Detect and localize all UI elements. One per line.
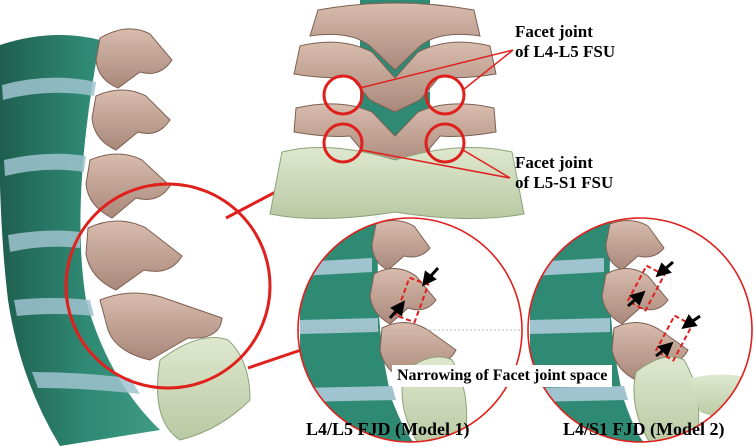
model2-inset — [527, 217, 753, 443]
facet-l4l5-line2: of L4-L5 FSU — [515, 41, 616, 61]
sacrum-posterior — [269, 147, 525, 220]
facet-l5s1-line2: of L5-S1 FSU — [515, 172, 614, 192]
posterior-view — [269, 0, 525, 220]
lumbar-vertebrae — [85, 28, 223, 361]
model1-circle — [297, 217, 523, 443]
callout-lines — [359, 49, 514, 179]
model2-caption: L4/S1 FJD (Model 2) — [563, 419, 725, 439]
lateral-spine-model — [0, 28, 272, 446]
facet-l4l5-line1: Facet joint — [515, 22, 593, 41]
model1-caption: L4/L5 FJD (Model 1) — [306, 419, 470, 439]
facet-joint-circles — [322, 74, 466, 164]
disc-bands — [2, 77, 140, 394]
narrowing-label: Narrowing of Facet joint space — [392, 365, 613, 388]
focus-circle — [64, 182, 272, 390]
narrowing-arrows-m2 — [627, 260, 701, 358]
model2-circle — [527, 217, 753, 443]
posterior-vertebrae — [293, 2, 497, 169]
narrowing-arrows-m1 — [388, 266, 440, 319]
facet-l4l5-label: Facet joint of L4-L5 FSU — [515, 22, 615, 61]
facet-l5s1-line1: Facet joint — [515, 153, 593, 172]
model1-inset — [297, 217, 523, 443]
sacrum-lateral — [157, 337, 251, 441]
facet-l5s1-label: Facet joint of L5-S1 FSU — [515, 153, 613, 192]
